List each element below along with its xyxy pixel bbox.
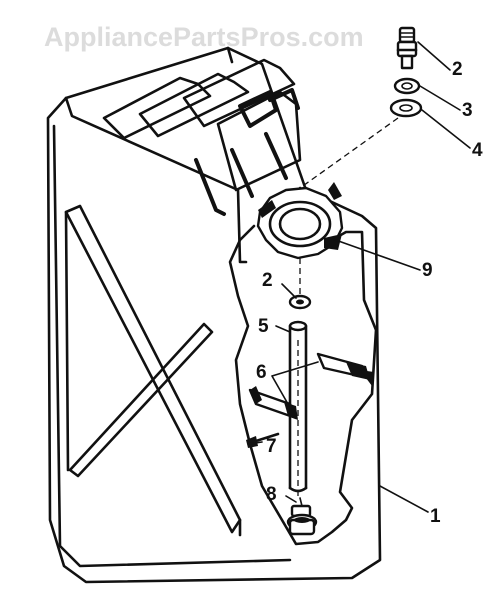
leader-lines <box>247 41 471 513</box>
fuel-tank-body <box>46 46 382 584</box>
tube-filter <box>286 497 318 536</box>
callout-8: 8 <box>266 484 277 505</box>
callout-9: 9 <box>422 260 433 281</box>
callout-7: 7 <box>266 436 277 457</box>
callout-2-top: 2 <box>452 59 463 80</box>
watermark-text: AppliancePartsPros.com <box>44 22 364 52</box>
callout-4: 4 <box>472 140 483 161</box>
pickup-tube <box>288 320 308 493</box>
screw <box>246 432 280 448</box>
grommet <box>288 294 312 310</box>
tube-brackets <box>248 352 374 420</box>
cutaway-outline <box>228 186 378 546</box>
callout-5: 5 <box>258 316 269 337</box>
fitting-stack <box>389 26 423 118</box>
center-line-cap <box>299 117 399 189</box>
callout-6: 6 <box>256 362 267 383</box>
callout-1: 1 <box>430 506 441 527</box>
filler-cap <box>256 182 344 260</box>
callout-3: 3 <box>462 100 473 121</box>
center-line-tube <box>297 258 301 498</box>
callout-2-mid: 2 <box>262 270 273 291</box>
